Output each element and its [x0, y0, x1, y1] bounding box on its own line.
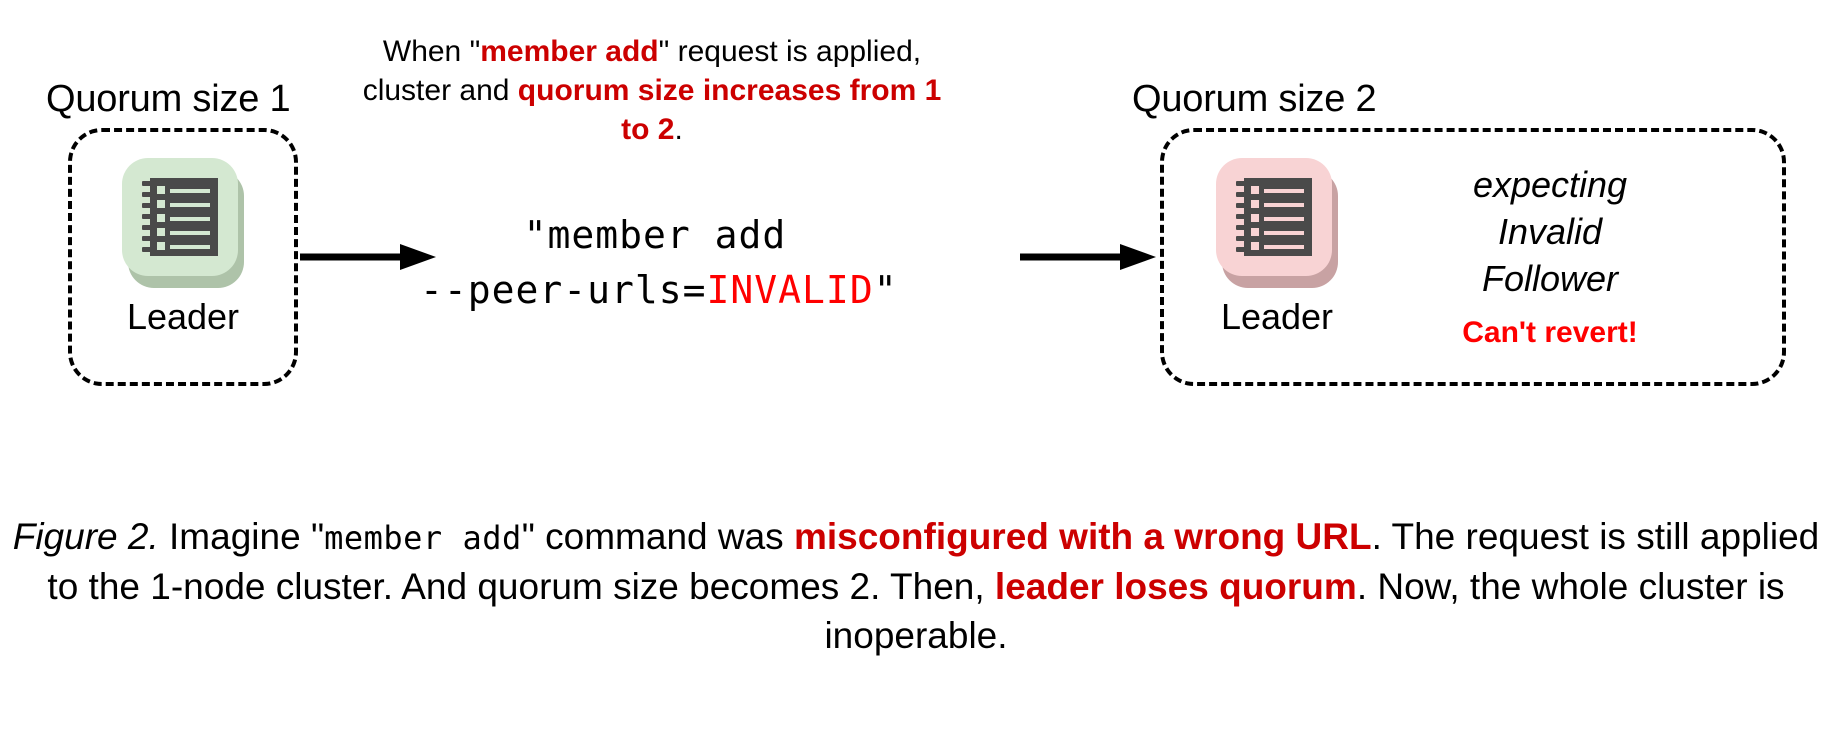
server-ledger-icon [1236, 178, 1312, 256]
right-leader-node: Leader [1190, 158, 1364, 338]
command-line-2: --peer-urls=INVALID" [420, 263, 897, 318]
command-flag: --peer-urls= [420, 268, 707, 313]
command-invalid-value: INVALID [706, 268, 874, 313]
annotation-highlight-member-add: member add [480, 35, 659, 68]
cant-revert-warning: Can't revert! [1462, 316, 1638, 350]
command-quote-close: " [873, 268, 898, 313]
annotation-part-3: " request is applied, cluster and [362, 35, 922, 107]
caption-seg-1: Imagine " [158, 516, 325, 557]
right-cluster-note: expecting Invalid Follower Can't revert! [1400, 162, 1700, 350]
right-leader-icon-wrap [1216, 158, 1338, 288]
annotation-part-5: . [674, 113, 683, 146]
left-leader-icon-wrap [122, 158, 244, 288]
left-cluster-title: Quorum size 1 [46, 78, 291, 120]
left-cluster-boundary [68, 128, 298, 386]
arrow-right-icon [300, 244, 436, 270]
caption-seg-7: . Now, the whole cluster is inoperable. [824, 565, 1785, 657]
caption-seg-5: . The request is still applied to the 1-… [47, 516, 1820, 607]
annotation-text: When "member add" request is applied, cl… [352, 32, 952, 149]
annotation-highlight-quorum-increase: quorum size increases from 1 to 2 [517, 74, 942, 146]
command-block: "member add --peer-urls=INVALID" [420, 208, 897, 318]
figure-label: Figure 2. [12, 516, 159, 557]
note-line-follower: Follower [1481, 257, 1619, 299]
right-cluster-boundary [1160, 128, 1786, 386]
right-cluster-title: Quorum size 2 [1132, 78, 1377, 120]
caption-seg-3: " command was [521, 516, 794, 557]
left-leader-node: Leader [96, 158, 270, 338]
left-leader-label: Leader [126, 296, 240, 337]
annotation-part-1: When " [382, 35, 481, 68]
note-line-expecting: expecting [1472, 164, 1628, 205]
note-line-invalid: Invalid [1497, 210, 1603, 252]
server-ledger-icon [142, 178, 218, 256]
figure-caption: Figure 2. Imagine "member add" command w… [0, 512, 1832, 661]
caption-command-mono: member add [324, 519, 522, 557]
caption-highlight-leader-loses-quorum: leader loses quorum [994, 565, 1357, 607]
arrow-right-icon [1020, 244, 1156, 270]
right-leader-label: Leader [1220, 296, 1334, 337]
caption-highlight-misconfigured: misconfigured with a wrong URL [793, 516, 1372, 557]
command-line-1: "member add [523, 213, 787, 257]
